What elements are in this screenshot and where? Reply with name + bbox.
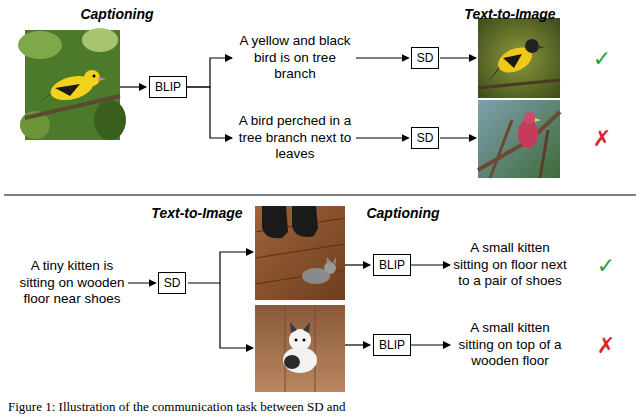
model-box: BLIP (373, 334, 411, 356)
bird-photo (18, 28, 126, 140)
model-box: BLIP (149, 76, 187, 98)
generated-kitten-floor (255, 305, 345, 392)
flow-arrow (345, 344, 370, 345)
model-box: BLIP (373, 254, 411, 276)
check-mark: ✓ (597, 253, 615, 278)
flow-arrow (345, 264, 370, 265)
section-header: Captioning (366, 205, 439, 221)
node-text: A tiny kitten is sitting on wooden floor… (16, 258, 128, 309)
section-header: Text-to-Image (464, 6, 555, 22)
flow-connector (187, 87, 232, 138)
flow-arrow (188, 252, 253, 283)
check-mark: ✓ (593, 46, 611, 71)
caption-text: A yellow and black bird is on tree branc… (234, 33, 356, 84)
generated-kitten-shoes (255, 206, 345, 300)
node-text: A yellow and black bird is on tree branc… (234, 33, 356, 84)
model-box: SD (158, 272, 187, 294)
model-box: SD (411, 127, 440, 149)
separator-line (4, 195, 636, 196)
node-text: BLIP (379, 258, 405, 272)
node-text: BLIP (379, 338, 405, 352)
caption-text: A small kitten sitting on top of a woode… (452, 320, 568, 371)
caption-text: A small kitten sitting on floor next to … (452, 240, 568, 291)
flow-connector (187, 58, 232, 87)
flow-arrow (120, 86, 146, 87)
flow-connector (411, 264, 450, 265)
figure-caption: Figure 1: Illustration of the communicat… (8, 399, 346, 415)
section-header: Captioning (80, 6, 153, 22)
model-box: SD (411, 47, 440, 69)
flow-connector (356, 137, 409, 138)
flow-connector (128, 282, 156, 283)
flow-connector (411, 344, 450, 345)
cross-mark: ✗ (593, 126, 611, 151)
prompt-text: A tiny kitten is sitting on wooden floor… (16, 258, 128, 309)
flow-connector (356, 57, 409, 58)
caption-text: A bird perched in a tree branch next to … (234, 113, 356, 164)
node-text: A small kitten sitting on floor next to … (452, 240, 568, 291)
node-text: BLIP (155, 80, 181, 94)
flow-arrow (440, 137, 476, 138)
cross-mark: ✗ (597, 333, 615, 358)
flow-arrow (440, 57, 476, 58)
node-text: A bird perched in a tree branch next to … (234, 113, 356, 164)
generated-bird-bad (478, 100, 560, 178)
node-text: SD (417, 51, 434, 65)
node-text: A small kitten sitting on top of a woode… (452, 320, 568, 371)
node-text: SD (164, 276, 181, 290)
node-text: SD (417, 131, 434, 145)
section-header: Text-to-Image (151, 205, 242, 221)
generated-bird-good (478, 18, 560, 98)
flow-arrow (220, 283, 253, 348)
